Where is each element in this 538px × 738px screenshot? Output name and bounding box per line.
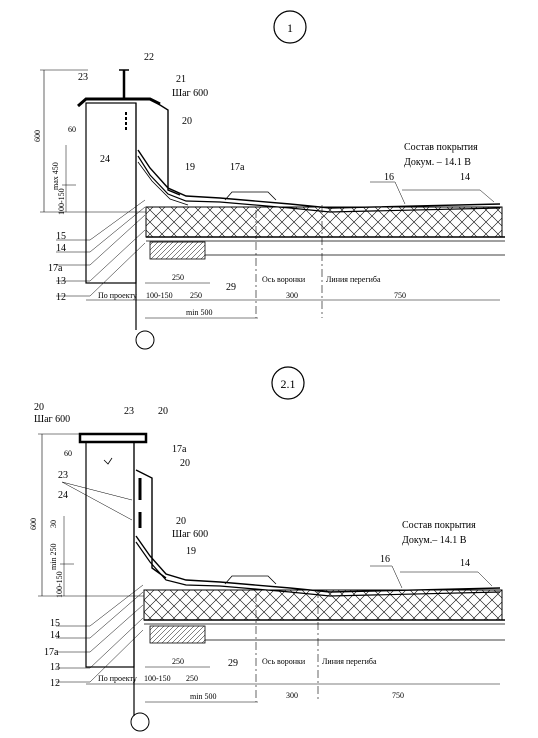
dim-250-a: 250 — [172, 273, 184, 282]
axis-funnel: Ось воронки — [262, 657, 306, 666]
label-17a-top: 17а — [230, 162, 245, 173]
label-12: 12 — [50, 678, 60, 689]
label-17a: 17а — [44, 647, 59, 658]
dim-750: 750 — [394, 291, 406, 300]
parapet-cap — [78, 432, 148, 444]
detail-2-1: 2.1 20 — [29, 366, 505, 732]
label-23-top: 23 — [124, 406, 134, 417]
detail-marker-circle — [273, 10, 307, 44]
label-14-right: 14 — [460, 558, 470, 569]
label-15: 15 — [56, 231, 66, 242]
dim-po-proektu: По проекту — [98, 291, 137, 300]
dim-60: 60 — [68, 125, 76, 134]
label-22: 22 — [144, 52, 154, 63]
dim-min500: min 500 — [190, 692, 216, 701]
label-29: 29 — [228, 658, 238, 669]
label-20-top: 20 — [34, 402, 44, 413]
dim-100-150-b: 100-150 — [144, 674, 171, 683]
dim-min250: min 250 — [49, 544, 58, 570]
label-20: 20 — [182, 116, 192, 127]
label-12: 12 — [56, 292, 66, 303]
label-29: 29 — [226, 282, 236, 293]
dim-300: 300 — [286, 291, 298, 300]
slab-support — [149, 241, 206, 260]
detail-marker-circle — [271, 366, 305, 400]
label-21: 21 — [176, 74, 186, 85]
parapet-wall — [85, 102, 137, 284]
dim-600: 600 — [29, 518, 38, 530]
step-label-top: Шаг 600 — [34, 414, 70, 425]
label-17a-top: 17а — [172, 444, 187, 455]
label-15: 15 — [50, 618, 60, 629]
step-label: Шаг 600 — [172, 88, 208, 99]
insulation-layer — [143, 589, 503, 621]
label-24: 24 — [100, 154, 110, 165]
dim-100-150: 100-150 — [55, 571, 64, 598]
composition-ref: Докум.– 14.1 В — [402, 535, 467, 546]
label-16: 16 — [380, 554, 390, 565]
label-20-right: 20 — [158, 406, 168, 417]
dim-min500: min 500 — [186, 308, 212, 317]
dim-30: 30 — [49, 520, 58, 528]
bend-line: Линия перегиба — [326, 275, 381, 284]
label-17a: 17а — [48, 263, 63, 274]
label-13: 13 — [50, 662, 60, 673]
label-23: 23 — [78, 72, 88, 83]
label-16: 16 — [384, 172, 394, 183]
label-24: 24 — [58, 490, 68, 501]
dim-max450: max 450 — [51, 162, 60, 190]
dim-250-b: 250 — [190, 291, 202, 300]
detail-marker: 1 — [287, 21, 293, 35]
composition-title: Состав покрытия — [404, 142, 478, 153]
detail-1: 1 — [33, 10, 505, 350]
dim-250-a: 250 — [172, 657, 184, 666]
label-23: 23 — [58, 470, 68, 481]
label-19: 19 — [186, 546, 196, 557]
label-20-b: 20 — [176, 516, 186, 527]
bend-line: Линия перегиба — [322, 657, 377, 666]
insulation-layer — [145, 206, 503, 238]
dim-750: 750 — [392, 691, 404, 700]
label-14: 14 — [56, 243, 66, 254]
dim-300: 300 — [286, 691, 298, 700]
dim-250-b: 250 — [186, 674, 198, 683]
label-14-right: 14 — [460, 172, 470, 183]
axis-funnel: Ось воронки — [262, 275, 306, 284]
step-label-mid: Шаг 600 — [172, 529, 208, 540]
label-20-mid: 20 — [180, 458, 190, 469]
label-14: 14 — [50, 630, 60, 641]
detail-marker: 2.1 — [281, 377, 296, 391]
label-19: 19 — [185, 162, 195, 173]
slab-support — [149, 625, 206, 644]
dim-100-150-b: 100-150 — [146, 291, 173, 300]
dim-600: 600 — [33, 130, 42, 142]
composition-ref: Докум. – 14.1 В — [404, 157, 471, 168]
dim-60: 60 — [64, 449, 72, 458]
dim-100-150: 100-150 — [57, 188, 66, 215]
dim-po-proektu: По проекту — [98, 674, 137, 683]
label-13: 13 — [56, 276, 66, 287]
composition-title: Состав покрытия — [402, 520, 476, 531]
